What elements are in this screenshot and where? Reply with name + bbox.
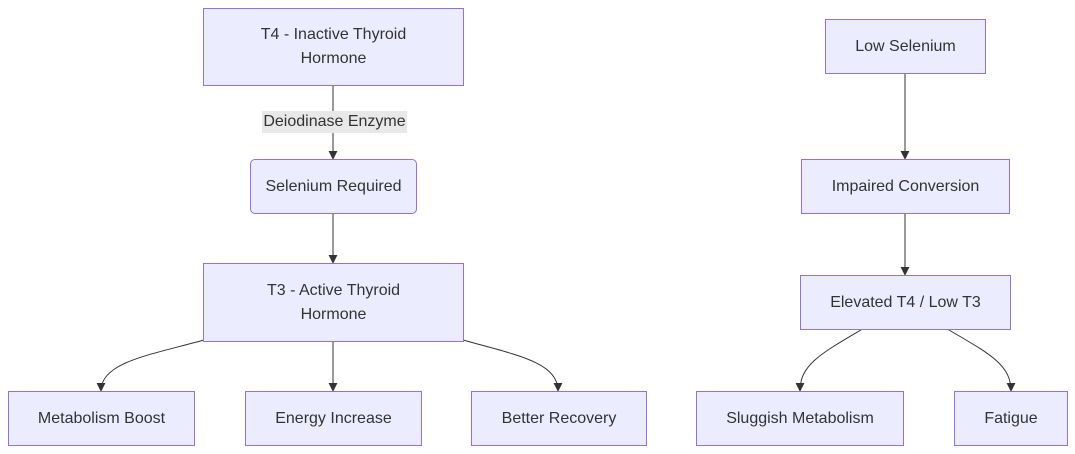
node-energy-increase: Energy Increase	[245, 391, 422, 446]
node-label: Low Selenium	[855, 37, 956, 55]
node-t3-active-thyroid-hormone: T3 - Active Thyroid Hormone	[203, 263, 464, 342]
node-label: Selenium Required	[265, 177, 402, 195]
node-fatigue: Fatigue	[954, 391, 1068, 446]
node-sluggish-metabolism: Sluggish Metabolism	[696, 391, 904, 446]
node-label: Elevated T4 / Low T3	[830, 293, 981, 311]
node-impaired-conversion: Impaired Conversion	[801, 159, 1010, 214]
node-label: Better Recovery	[501, 409, 617, 427]
node-metabolism-boost: Metabolism Boost	[8, 391, 195, 446]
edge-elevated-to-sluggish-metabolism	[795, 329, 862, 392]
node-label: Sluggish Metabolism	[726, 409, 874, 427]
node-selenium-required: Selenium Required	[250, 159, 417, 214]
edge-elevated-to-fatigue	[948, 329, 1016, 392]
node-label: Fatigue	[984, 409, 1038, 427]
node-label: Energy Increase	[275, 409, 392, 427]
node-better-recovery: Better Recovery	[471, 391, 647, 446]
edge-t3-to-metabolism-boost	[96, 339, 205, 392]
edge-t3-to-better-recovery	[462, 339, 563, 392]
node-elevated-t4-low-t3: Elevated T4 / Low T3	[800, 275, 1011, 330]
node-t4-inactive-thyroid-hormone: T4 - Inactive Thyroid Hormone	[203, 8, 464, 86]
edge-label-deiodinase-enzyme: Deiodinase Enzyme	[262, 111, 407, 133]
node-label: T4 - Inactive Thyroid Hormone	[260, 26, 407, 67]
node-low-selenium: Low Selenium	[825, 19, 986, 74]
node-label: Metabolism Boost	[37, 409, 166, 427]
node-label: Impaired Conversion	[831, 177, 980, 195]
node-label: T3 - Active Thyroid Hormone	[266, 281, 401, 323]
